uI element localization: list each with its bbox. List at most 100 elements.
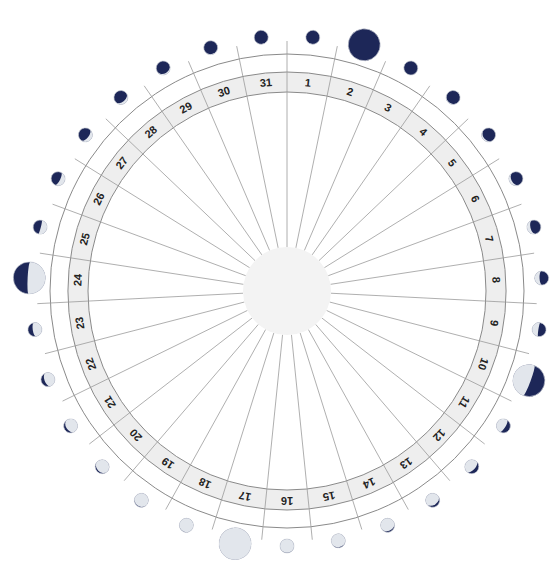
hub bbox=[243, 247, 331, 335]
spoke bbox=[212, 333, 274, 530]
moon-lit bbox=[216, 525, 254, 563]
spoke bbox=[124, 324, 258, 480]
moon-disc bbox=[462, 457, 482, 477]
moon-icon bbox=[462, 457, 482, 477]
day-number: 16 bbox=[281, 495, 293, 506]
moon-icon bbox=[202, 39, 220, 57]
spoke bbox=[106, 119, 255, 261]
moon-disc bbox=[61, 416, 80, 435]
moon-icon bbox=[13, 261, 47, 295]
moon-icon bbox=[507, 169, 526, 188]
moon-disc bbox=[508, 360, 549, 401]
moon-lit bbox=[93, 457, 112, 476]
spoke bbox=[45, 302, 244, 354]
moon-disc bbox=[32, 219, 49, 236]
spoke bbox=[166, 329, 266, 509]
moon-lit bbox=[525, 220, 535, 235]
moon-lit bbox=[204, 46, 219, 57]
moon-lit bbox=[378, 516, 396, 533]
moon-icon bbox=[76, 125, 96, 145]
moon-disc bbox=[154, 58, 173, 77]
moon-lit bbox=[177, 516, 195, 534]
moon-lit bbox=[116, 93, 131, 107]
moon-lit bbox=[534, 271, 542, 285]
moon-lit bbox=[330, 533, 346, 549]
moon-icon bbox=[401, 58, 420, 77]
moon-disc bbox=[111, 88, 131, 108]
moon-lit bbox=[280, 539, 294, 553]
spoke bbox=[328, 204, 521, 276]
moon-disc bbox=[92, 457, 112, 477]
moon-lit bbox=[401, 65, 417, 78]
spoke bbox=[63, 310, 248, 401]
moon-icon bbox=[177, 516, 195, 534]
spoke bbox=[37, 293, 243, 303]
moon-disc bbox=[531, 322, 547, 338]
moon-disc bbox=[132, 491, 151, 510]
spoke bbox=[319, 119, 468, 261]
moon-icon bbox=[534, 271, 549, 286]
moon-icon bbox=[61, 416, 80, 435]
moon-icon bbox=[378, 516, 396, 534]
spoke bbox=[330, 302, 529, 354]
moon-icon bbox=[280, 539, 294, 553]
spoke bbox=[312, 86, 430, 255]
spoke bbox=[40, 253, 244, 284]
moon-icon bbox=[216, 525, 254, 563]
spoke bbox=[330, 253, 534, 284]
moon-phases bbox=[13, 25, 550, 563]
spoke bbox=[308, 329, 408, 509]
spoke bbox=[53, 204, 246, 276]
moon-disc bbox=[494, 416, 513, 435]
moon-icon bbox=[32, 219, 49, 236]
day-number: 31 bbox=[259, 77, 272, 89]
moon-disc bbox=[344, 25, 384, 65]
moon-disc bbox=[216, 525, 254, 563]
spoke bbox=[291, 335, 312, 540]
moon-icon bbox=[330, 533, 347, 550]
moon-disc bbox=[305, 30, 320, 45]
moon-icon bbox=[423, 491, 442, 510]
moon-icon bbox=[525, 219, 542, 236]
spoke bbox=[324, 159, 499, 268]
moon-lit bbox=[507, 172, 519, 188]
moon-disc bbox=[534, 271, 549, 286]
moon-lit bbox=[132, 491, 151, 510]
moon-icon bbox=[479, 125, 499, 145]
day-number: 1 bbox=[304, 77, 311, 89]
moon-lit bbox=[494, 416, 509, 433]
moon-disc bbox=[330, 533, 347, 550]
moon-lit bbox=[55, 172, 67, 188]
moon-lit bbox=[305, 37, 320, 45]
moon-lit bbox=[38, 220, 48, 235]
moon-disc bbox=[27, 322, 43, 338]
moon-disc bbox=[525, 219, 542, 236]
moon-disc bbox=[378, 516, 396, 534]
moon-icon bbox=[111, 88, 131, 108]
day-number: 24 bbox=[72, 274, 84, 287]
moon-disc bbox=[177, 516, 195, 534]
day-number: 9 bbox=[488, 319, 500, 327]
moon-icon bbox=[508, 360, 549, 401]
day-number: 17 bbox=[238, 489, 252, 502]
spoke bbox=[327, 310, 512, 401]
day-number: 23 bbox=[74, 316, 87, 330]
moon-lit bbox=[157, 65, 173, 78]
spoke bbox=[188, 61, 269, 250]
moon-icon bbox=[494, 416, 513, 435]
moon-lit bbox=[42, 371, 57, 388]
moon-lit bbox=[32, 322, 43, 337]
moon-icon bbox=[27, 322, 43, 338]
moon-icon bbox=[305, 30, 320, 45]
spoke bbox=[287, 41, 288, 247]
moon-lit bbox=[443, 93, 458, 107]
moon-lit bbox=[63, 416, 80, 434]
moon-icon bbox=[39, 371, 57, 389]
moon-lit bbox=[531, 322, 540, 337]
spoke bbox=[304, 61, 385, 250]
moon-lit bbox=[508, 360, 536, 396]
spoke bbox=[296, 46, 337, 248]
moon-disc bbox=[443, 88, 463, 108]
moon-disc bbox=[479, 125, 499, 145]
moon-disc bbox=[76, 125, 96, 145]
